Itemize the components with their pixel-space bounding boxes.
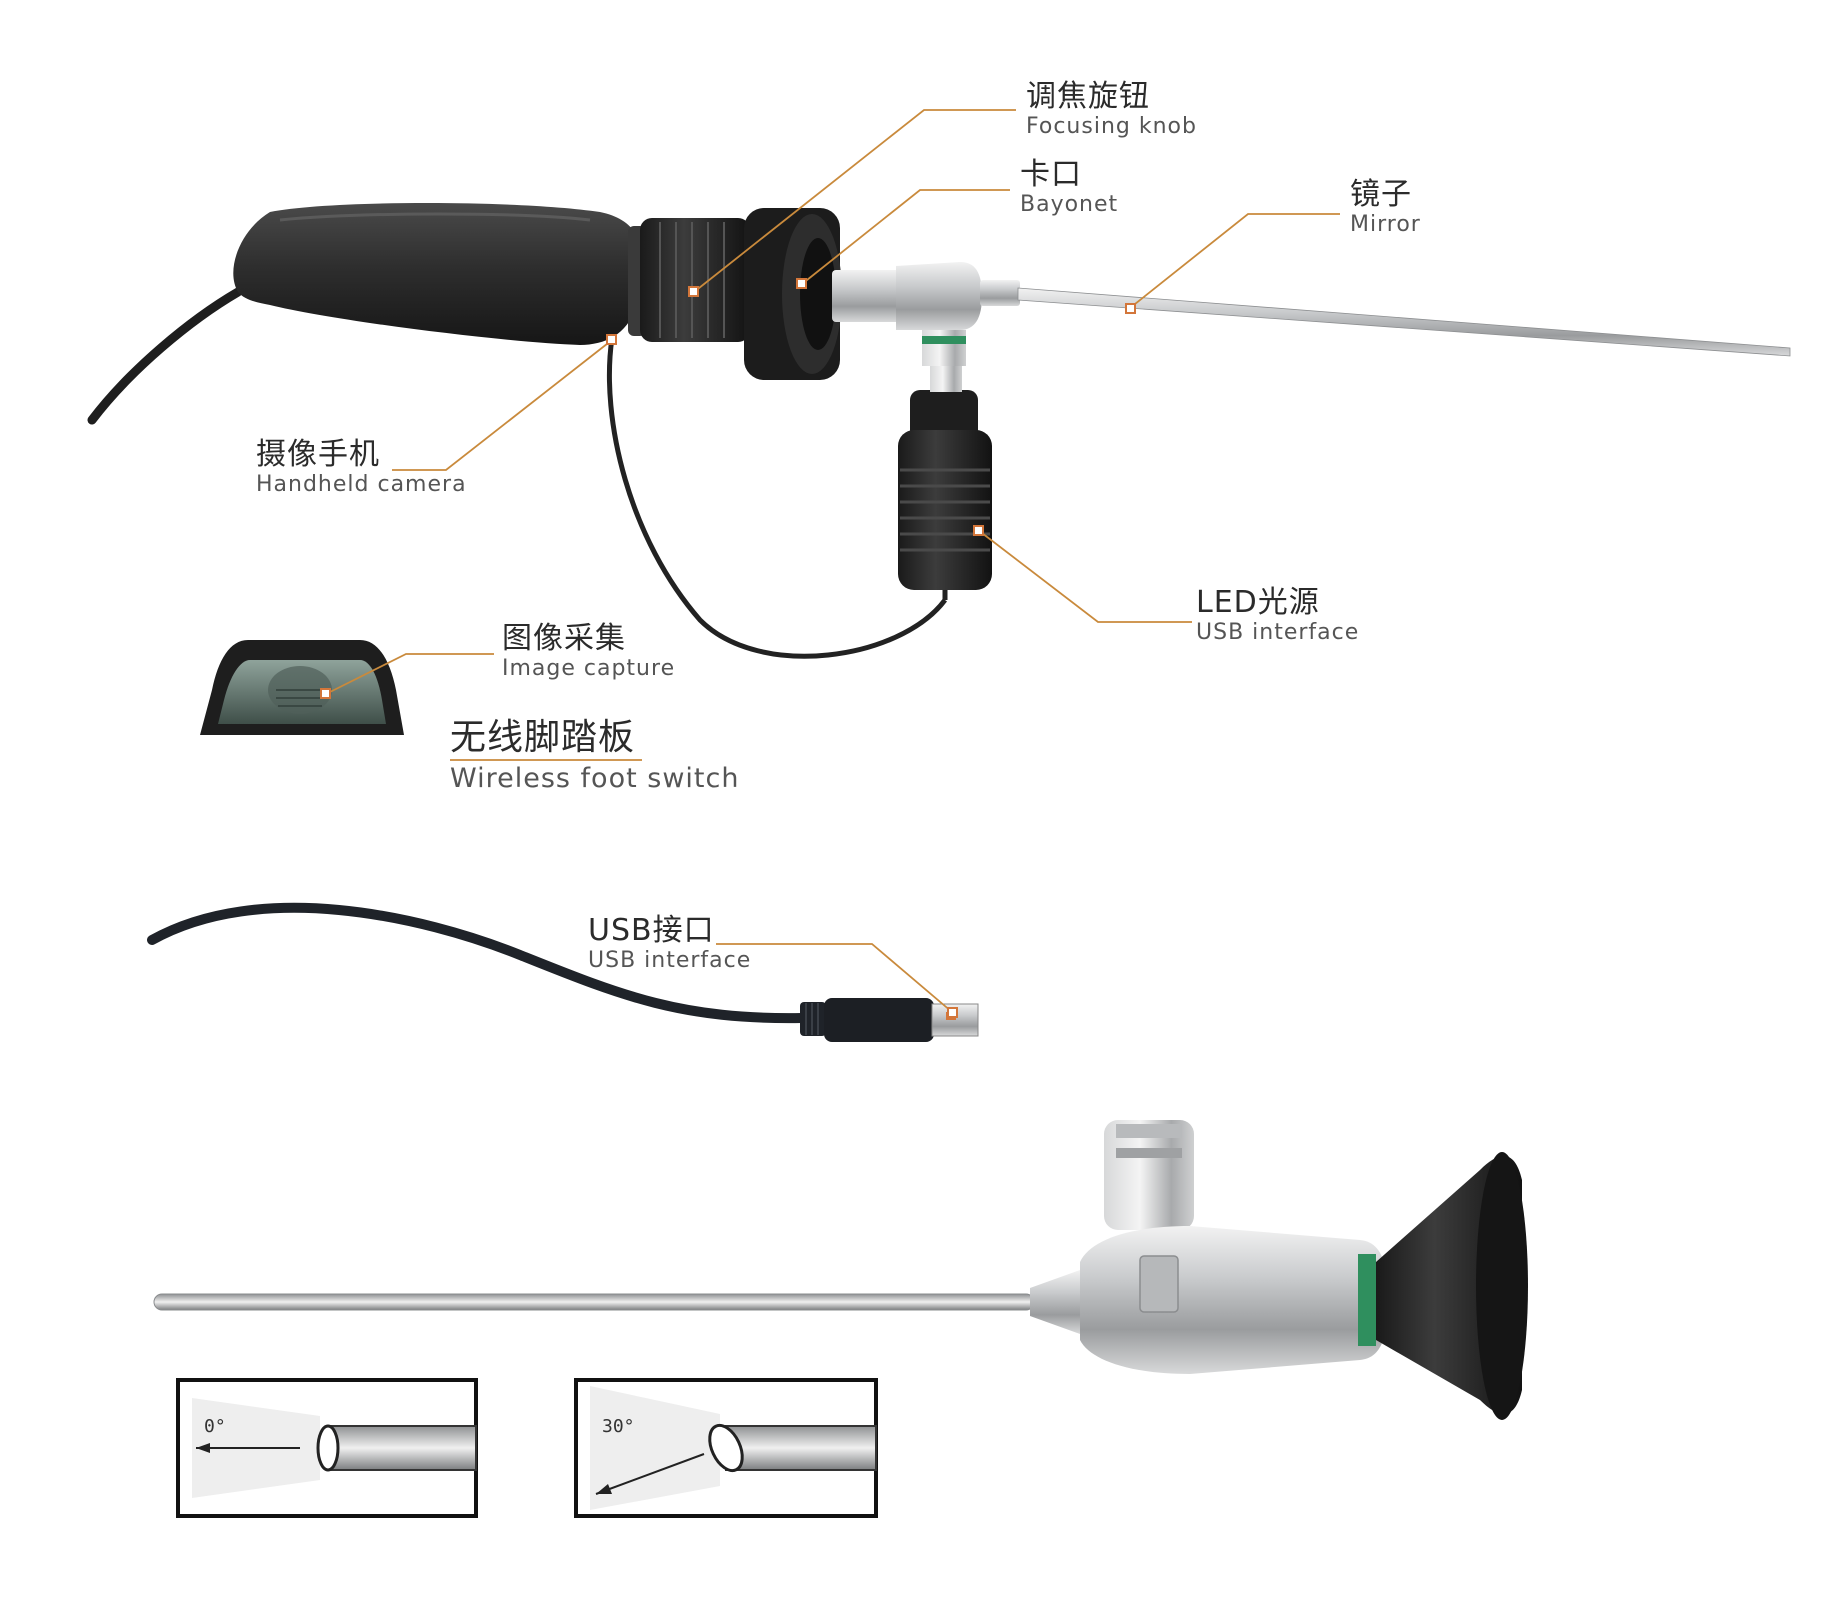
label-focusing-knob: 调焦旋钮 Focusing knob (1026, 80, 1197, 140)
label-usb-port: USB接口 USB interface (588, 914, 751, 974)
led-light-en: USB interface (1196, 620, 1360, 645)
label-image-capture: 图像采集 Image capture (502, 622, 675, 682)
handheld-camera-body (233, 203, 646, 345)
usb-port-en: USB interface (588, 948, 752, 973)
focusing-knob-zh: 调焦旋钮 (1026, 79, 1150, 114)
handheld-camera-zh: 摄像手机 (256, 437, 380, 472)
usb-port-zh: USB接口 (588, 913, 715, 948)
bayonet-zh: 卡口 (1020, 157, 1082, 192)
foot-switch-zh: 无线脚踏板 (450, 717, 636, 758)
label-handheld-camera: 摄像手机 Handheld camera (256, 438, 467, 498)
label-led-light: LED光源 USB interface (1196, 586, 1359, 646)
bayonet-en: Bayonet (1020, 192, 1119, 217)
mirror-zh: 镜子 (1350, 177, 1412, 212)
label-mirror: 镜子 Mirror (1350, 178, 1421, 238)
angle-label-30: 30° (602, 1416, 635, 1437)
focusing-knob-shape (640, 218, 750, 342)
led-light-source-shape (898, 330, 992, 590)
label-bayonet: 卡口 Bayonet (1020, 158, 1118, 218)
foot-pedal-shape (200, 640, 404, 735)
image-capture-zh: 图像采集 (502, 621, 626, 656)
angle-view-30: 30° (574, 1378, 878, 1518)
focusing-knob-en: Focusing knob (1026, 114, 1197, 139)
foot-switch-en: Wireless foot switch (450, 763, 740, 794)
mirror-en: Mirror (1350, 212, 1421, 237)
led-light-zh: LED光源 (1196, 585, 1320, 620)
label-foot-switch: 无线脚踏板 Wireless foot switch (450, 718, 739, 794)
leader-lines (325, 109, 1340, 1013)
handheld-camera-en: Handheld camera (256, 472, 467, 497)
scope-shaft (1017, 287, 1791, 357)
scope-eyepiece-steel (832, 262, 1020, 330)
usb-cable-shape (147, 902, 979, 1042)
angle-label-0: 0° (204, 1416, 226, 1437)
angle-view-0: 0° (176, 1378, 478, 1518)
bayonet-coupler (744, 208, 842, 380)
leader-dots (320, 278, 1136, 1018)
rigid-endoscope-shape (153, 1120, 1528, 1420)
image-capture-en: Image capture (502, 656, 676, 681)
